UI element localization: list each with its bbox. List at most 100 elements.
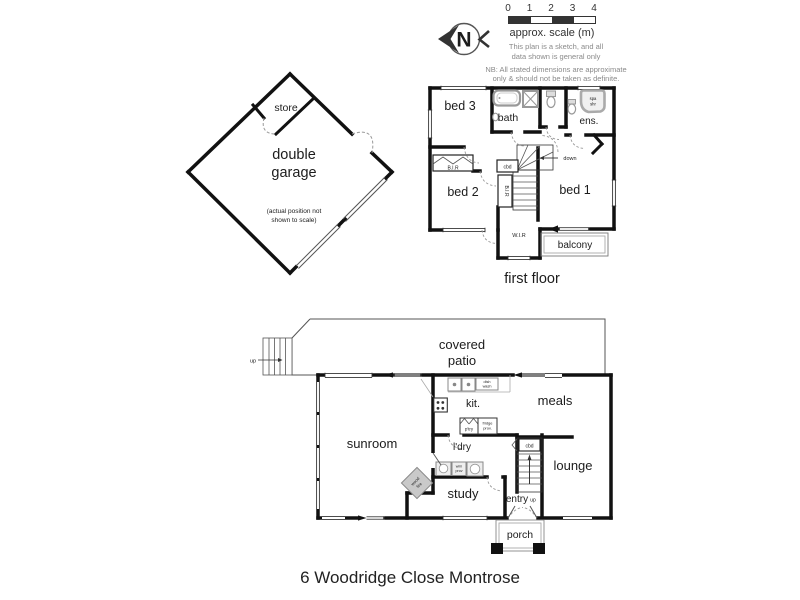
down-arrow-icon (539, 156, 558, 160)
scale-tick-label: 0 (505, 3, 511, 14)
garage-walls (185, 71, 395, 276)
robe-box (497, 174, 513, 208)
window (427, 85, 617, 261)
first-floor-plan: bed 3 bath ens. spa shr B.I.R cbd B.I.R … (427, 85, 617, 287)
cupboard-box (511, 438, 541, 452)
laundry-trough-icon (435, 461, 452, 476)
fridge-label: prov. (483, 426, 492, 431)
wood-fire-label: wood (410, 475, 421, 486)
room-label-bed2: bed 2 (447, 185, 478, 199)
disclaimer-line: data shown is general only (511, 51, 601, 61)
sliding-door (358, 372, 545, 521)
room-label-study: study (447, 486, 479, 501)
wood-fire-label: fire (415, 481, 423, 489)
scale-ticks: 0 1 2 3 4 (505, 3, 597, 15)
room-label-sunroom: sunroom (347, 436, 398, 451)
window (315, 372, 592, 521)
cupboard-label: cbd (525, 444, 533, 450)
dryer-icon (466, 461, 484, 477)
steps (262, 337, 293, 376)
disclaimer-line: only & should not be taken as definite. (492, 74, 620, 84)
sink-icon (447, 377, 476, 392)
room-label-bed3: bed 3 (444, 99, 475, 113)
garage-plan: store double garage (actual position not… (185, 71, 395, 276)
compass-letter: N (456, 29, 471, 52)
washing-machine-icon (451, 461, 467, 476)
north-indicator: N (438, 22, 490, 56)
plan-disclaimer: This plan is a sketch, and all data show… (476, 42, 636, 84)
scale-tick-label: 2 (548, 3, 554, 14)
floor-caption: first floor (504, 271, 560, 287)
north-arrow-icon (438, 25, 459, 53)
wood-fire-icon (400, 466, 434, 500)
robe-doors-icon (459, 417, 479, 425)
address-title: 6 Woodridge Close Montrose (300, 568, 520, 587)
spa-shower-icon (579, 89, 606, 114)
porch-label: porch (507, 529, 533, 541)
bathtub-icon (492, 89, 522, 107)
shower-icon (522, 90, 539, 108)
garage-label: garage (271, 165, 316, 181)
room-label-lounge: lounge (553, 458, 592, 473)
room-label-ens: ens. (580, 116, 599, 127)
store-label: store (274, 102, 298, 114)
bench-line (420, 375, 511, 398)
porch-outline (495, 519, 545, 552)
disclaimer-line: NB: All stated dimensions are approximat… (485, 64, 627, 74)
robe-label: B.I.R (447, 166, 459, 172)
balcony-rail (540, 232, 609, 257)
scale-caption: approx. scale (m) (509, 27, 595, 39)
wm-label: prov (456, 469, 463, 473)
cupboard-label: cbd (503, 165, 511, 171)
up-label: up (250, 359, 256, 365)
door-arc (262, 117, 374, 154)
entry-door-leaves (507, 505, 538, 519)
dishwasher-icon (475, 377, 499, 391)
toilet-icon (567, 99, 577, 115)
cupboard-box (496, 159, 519, 173)
up-arrow-icon (258, 358, 283, 362)
robe-doors-icon (432, 156, 474, 165)
spa-label: spa (590, 96, 597, 101)
down-label: down (563, 156, 576, 162)
vanity-basin-icon (492, 112, 499, 122)
garage-note: shown to scale) (271, 217, 316, 224)
room-label-bath: bath (498, 112, 519, 124)
room-label-kitchen: kit. (466, 398, 480, 410)
up-label: up (530, 498, 536, 504)
external-door (430, 452, 442, 468)
scale-tick-label: 1 (526, 3, 533, 14)
garage-label: double (272, 147, 316, 163)
sliding-door (549, 225, 590, 233)
scale-bar (508, 16, 596, 24)
balcony-label: balcony (558, 240, 592, 251)
room-label-meals: meals (538, 393, 573, 408)
wm-label: w/m (456, 465, 463, 469)
toilet-icon (546, 90, 556, 109)
patio-label: covered (439, 337, 485, 352)
dishwasher-label: dish (484, 380, 491, 384)
patio-label: patio (448, 353, 476, 368)
room-label-bed1: bed 1 (559, 183, 590, 197)
fridge-box (477, 417, 498, 435)
porch-pillar (491, 543, 503, 554)
room-label-entry: entry (506, 494, 528, 505)
scale-tick-label: 3 (569, 3, 576, 14)
room-label-laundry: l'dry (453, 442, 471, 453)
disclaimer-line: This plan is a sketch, and all (508, 42, 604, 51)
ground-floor-plan: covered patio up sunroom kit. meals dish… (250, 318, 613, 554)
door-arc (463, 126, 586, 244)
compass-chevron-icon (477, 30, 490, 49)
stairs-first-floor (512, 144, 554, 211)
scale-tick-label: 4 (591, 3, 597, 14)
robe-doors-icon (511, 438, 518, 452)
garage-door-panels (295, 176, 388, 269)
porch-pillar (533, 543, 545, 554)
robe-label: B.I.R (503, 185, 509, 197)
up-arrow-icon (527, 454, 532, 484)
spa-label: shr (590, 102, 596, 107)
fridge-label: fridge (482, 421, 493, 426)
cooktop-icon (433, 397, 448, 413)
robe-label-wir: W.I.R (512, 233, 525, 239)
